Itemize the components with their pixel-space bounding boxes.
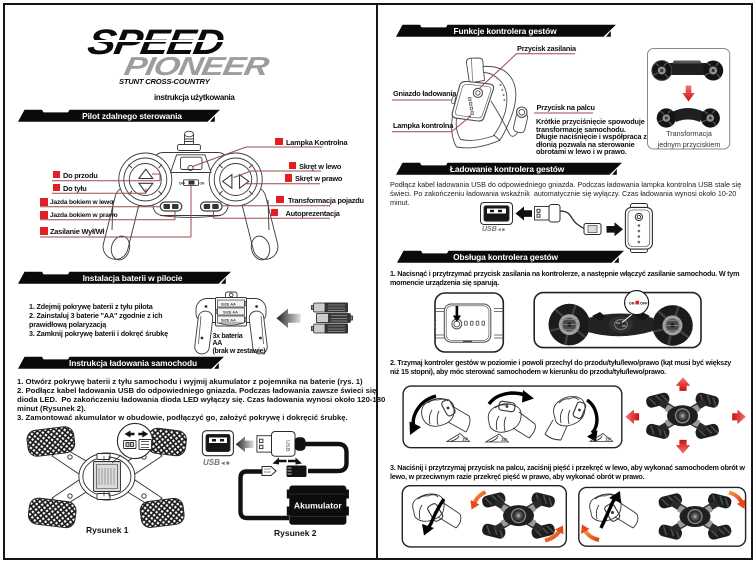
svg-text:OFF: OFF — [179, 182, 185, 186]
svg-text:ON: ON — [629, 302, 635, 306]
svg-text:ON: ON — [200, 182, 205, 186]
svg-text:SIZE AA: SIZE AA — [221, 302, 236, 306]
svg-text:SIZE AA: SIZE AA — [221, 318, 236, 322]
svg-text:Akumulator: Akumulator — [294, 501, 342, 511]
svg-text:15°: 15° — [605, 437, 612, 442]
svg-text:SIZE AA: SIZE AA — [223, 310, 238, 314]
svg-text:USB: USB — [284, 440, 290, 452]
svg-text:15°: 15° — [501, 437, 508, 442]
svg-text:15°: 15° — [462, 437, 469, 442]
svg-text:OFF: OFF — [640, 302, 648, 306]
